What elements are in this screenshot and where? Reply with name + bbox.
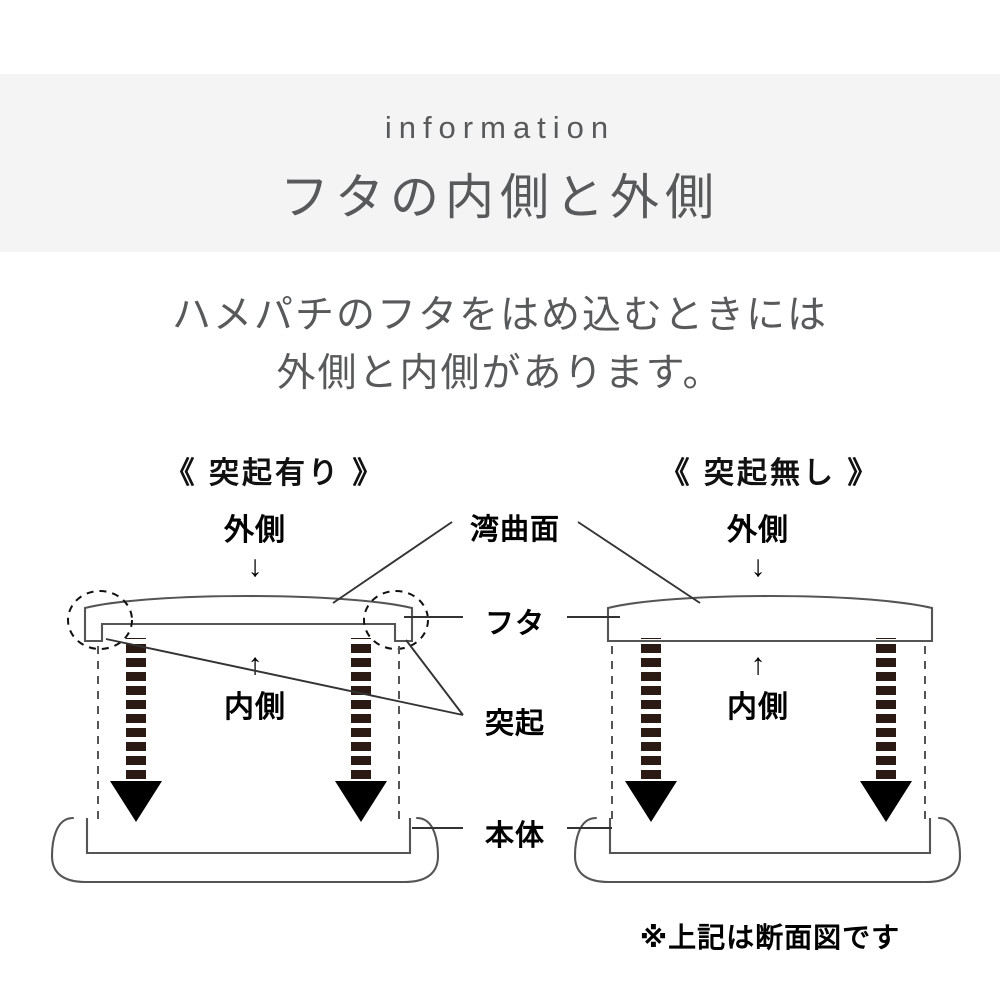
right-insertion-arrow-head-2 (860, 781, 912, 822)
intro-text-line1: ハメパチのフタをはめ込むときには (171, 294, 828, 337)
left-outer-label: 外側 (224, 514, 286, 547)
left-inner-label: 内側 (224, 691, 286, 724)
callout-lid-label: フタ (484, 608, 545, 640)
left-inner-arrow-icon: ↑ (247, 648, 263, 681)
left-body-outer-shell (50, 816, 440, 884)
right-inner-arrow-icon: ↑ (750, 648, 766, 681)
right-insertion-arrow-head-1 (625, 781, 677, 822)
right-insertion-arrow-shaft-1 (641, 638, 661, 781)
callout-protrusion-label: 突起 (484, 708, 545, 740)
left-insertion-arrow-head-1 (110, 781, 162, 822)
left-protrusion-highlight-left (67, 590, 133, 650)
right-diagram-group (573, 594, 962, 884)
left-outer-arrow-icon: ↓ (247, 550, 263, 583)
left-protrusion-highlight-right (363, 590, 429, 650)
left-insertion-arrow-shaft-2 (351, 638, 371, 781)
right-body-inner-wall (608, 818, 932, 855)
right-inner-label: 内側 (727, 691, 789, 724)
leader-protrusion-to-near (405, 639, 464, 716)
page-title: フタの内側と外側 (279, 171, 720, 225)
header-eyebrow: information (384, 110, 616, 145)
left-lid-shape (83, 594, 414, 643)
leader-curved-surface-to-left-lid (332, 521, 453, 604)
section-heading-without-protrusion: 《 突起無し 》 (659, 457, 881, 490)
intro-text: ハメパチのフタをはめ込むときには 外側と内側があります。 (0, 287, 1000, 403)
intro-text-line2: 外側と内側があります。 (276, 352, 724, 395)
left-body-inner-wall (85, 818, 412, 855)
right-lid-shape (606, 594, 934, 643)
right-outer-arrow-icon: ↓ (750, 550, 766, 583)
left-insertion-arrow-shaft-1 (126, 638, 146, 781)
footnote: ※上記は断面図です (639, 922, 901, 953)
left-diagram-group (50, 590, 440, 884)
header-band (0, 74, 1000, 252)
section-heading-with-protrusion: 《 突起有り 》 (164, 457, 386, 490)
right-insertion-arrow-shaft-2 (876, 638, 896, 781)
right-outer-label: 外側 (727, 514, 789, 547)
right-body-outer-shell (573, 816, 962, 884)
left-insertion-arrow-head-2 (335, 781, 387, 822)
callout-body-label: 本体 (484, 820, 545, 852)
callout-curved-surface-label: 湾曲面 (469, 514, 560, 546)
